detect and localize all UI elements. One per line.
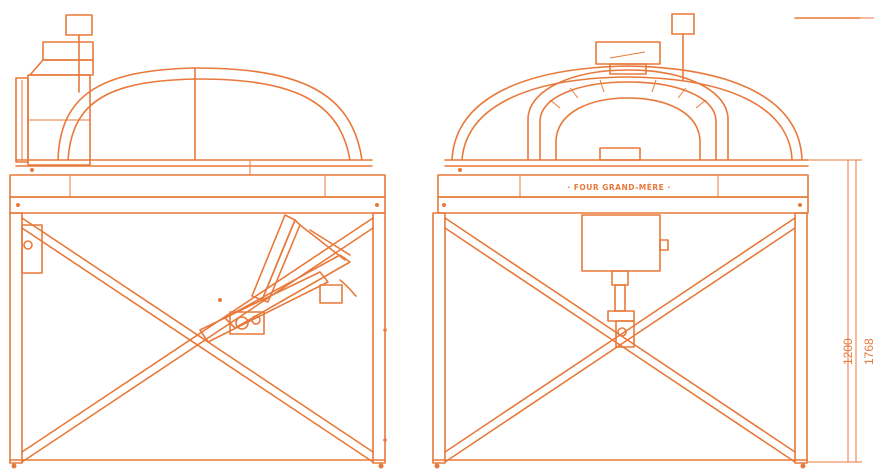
front-oven-mouth — [527, 69, 729, 161]
side-chimney — [29, 14, 94, 93]
front-gas-box — [581, 214, 669, 348]
front-table-top: · FOUR GRAND-MÈRE · — [437, 168, 809, 214]
front-chimney — [595, 13, 695, 81]
dimension-lines: 1200 1768 — [794, 17, 874, 463]
side-dome — [15, 67, 373, 175]
dimension-height-1768: 1768 — [862, 338, 874, 365]
side-gas-box — [21, 224, 43, 274]
front-stand — [432, 212, 808, 469]
side-burner-assembly — [199, 214, 357, 343]
side-stand — [9, 212, 387, 469]
side-table-top — [9, 168, 386, 214]
brand-label: · FOUR GRAND-MÈRE · — [567, 183, 670, 192]
front-dome — [444, 65, 809, 167]
side-view — [9, 14, 387, 469]
front-view: · FOUR GRAND-MÈRE · — [432, 13, 809, 469]
dimension-height-1200: 1200 — [841, 338, 855, 365]
